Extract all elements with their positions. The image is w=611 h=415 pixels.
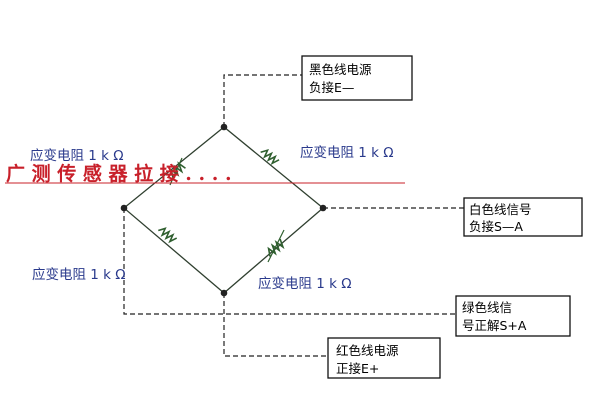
bridge-edge-top-right [223,126,324,209]
resistor-top-left-arrow [169,157,183,186]
green-wire-box [455,295,571,337]
black-wire-label-2: 负接E— [309,80,354,95]
white-wire-label-1: 白色线信号 [469,202,532,217]
lead-black [223,74,302,127]
lead-green [123,208,456,315]
bridge-edge-bottom-left [123,207,225,294]
white-wire-box [463,197,583,237]
red-wire-label-2: 正接E+ [336,361,379,376]
resistor-top-left [169,161,186,179]
green-wire-label-1: 绿色线信 [462,300,512,315]
resistor-label-bottom-right: 应变电阻 1 k Ω [258,275,352,292]
lead-red [223,293,328,357]
bridge-edge-top-left [123,126,225,209]
watermark-text: 广 测 传 感 器 拉 接 . . . . [6,162,232,185]
green-wire-label-2: 号正解S+A [462,318,527,333]
red-wire-label-1: 红色线电源 [336,343,399,358]
resistor-label-top-right: 应变电阻 1 k Ω [300,144,394,161]
resistor-top-right [260,148,280,166]
white-wire-label-2: 负接S—A [469,219,523,234]
resistor-bottom-left [158,227,178,244]
red-wire-box [327,337,441,379]
black-wire-box [301,55,413,101]
resistor-bottom-right-arrow [267,229,285,263]
black-wire-label-1: 黑色线电源 [309,62,372,77]
resistor-label-top-left: 应变电阻 1 k Ω [30,147,124,164]
resistor-label-bottom-left: 应变电阻 1 k Ω [32,266,126,283]
